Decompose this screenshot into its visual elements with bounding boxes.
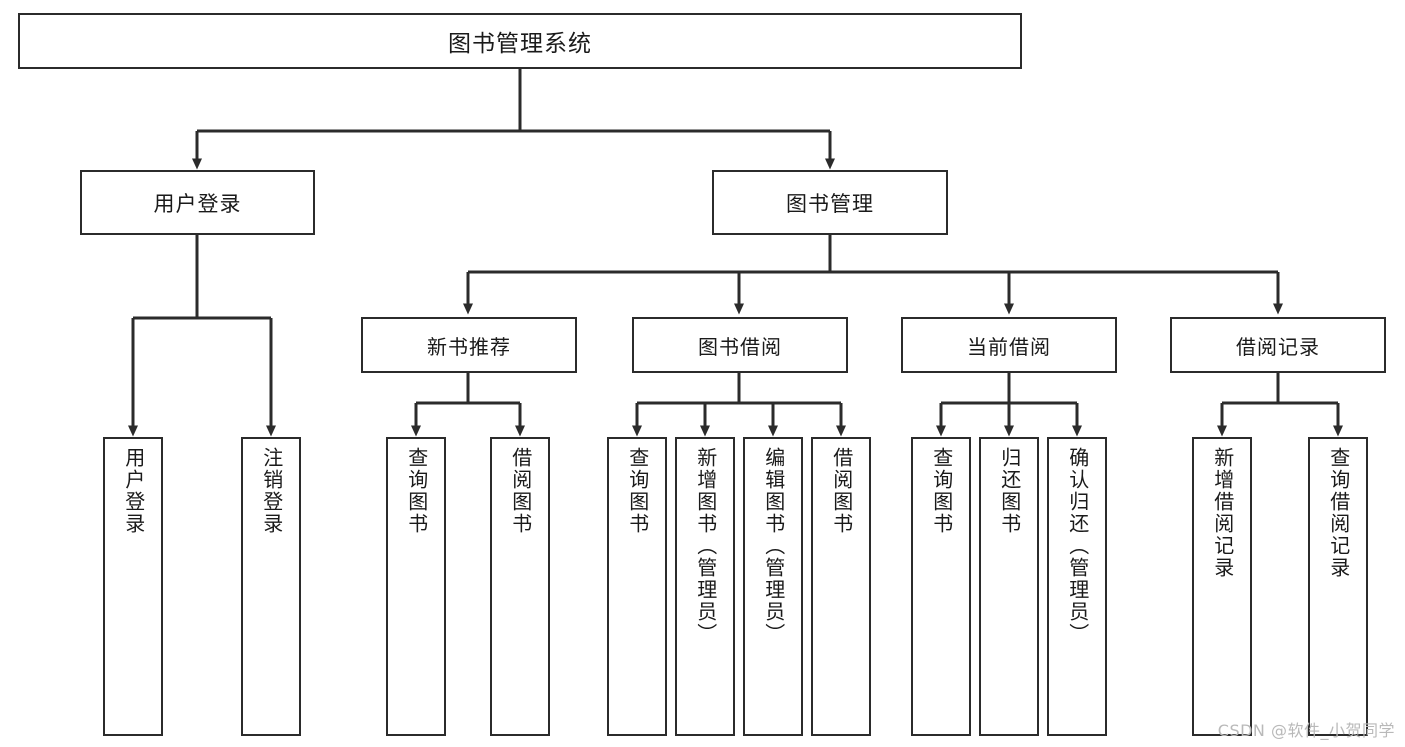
leaf-return-books[interactable]: 归还图书 [979,437,1039,736]
leaf-edit-book-admin-label: 编辑图书（管理员） [761,447,786,645]
leaf-query-borrow-record-label: 查询借阅记录 [1326,447,1351,579]
watermark: CSDN @软件_小贺同学 [1217,721,1395,740]
leaf-borrow-books[interactable]: 借阅图书 [811,437,871,736]
leaf-return-books-label: 归还图书 [997,447,1022,535]
node-user-login[interactable]: 用户登录 [80,170,315,235]
leaf-query-books-borrow-label: 查询图书 [625,447,650,535]
leaf-query-books-newbook[interactable]: 查询图书 [386,437,446,736]
leaf-query-books-borrow[interactable]: 查询图书 [607,437,667,736]
leaf-query-books-newbook-label: 查询图书 [404,447,429,535]
leaf-borrow-books-newbook-label: 借阅图书 [508,447,533,535]
node-current-borrow-label: 当前借阅 [967,334,1051,359]
leaf-add-book-admin-label: 新增图书（管理员） [693,447,718,645]
node-root-label: 图书管理系统 [448,31,592,57]
leaf-add-borrow-record[interactable]: 新增借阅记录 [1192,437,1252,736]
node-book-management-label: 图书管理 [786,191,874,216]
node-borrow-records-label: 借阅记录 [1236,334,1320,359]
leaf-edit-book-admin[interactable]: 编辑图书（管理员） [743,437,803,736]
node-book-management[interactable]: 图书管理 [712,170,948,235]
leaf-query-books-current[interactable]: 查询图书 [911,437,971,736]
leaf-confirm-return-admin[interactable]: 确认归还（管理员） [1047,437,1107,736]
leaf-add-borrow-record-label: 新增借阅记录 [1210,447,1235,579]
leaf-borrow-books-newbook[interactable]: 借阅图书 [490,437,550,736]
node-borrow-records[interactable]: 借阅记录 [1170,317,1386,373]
node-new-book-recommend[interactable]: 新书推荐 [361,317,577,373]
leaf-logout-label: 注销登录 [259,447,284,535]
node-user-login-label: 用户登录 [153,191,242,216]
node-root[interactable]: 图书管理系统 [18,13,1022,69]
node-new-book-recommend-label: 新书推荐 [427,334,511,359]
leaf-user-login[interactable]: 用户登录 [103,437,163,736]
node-current-borrow[interactable]: 当前借阅 [901,317,1117,373]
leaf-query-books-current-label: 查询图书 [929,447,954,535]
leaf-user-login-label: 用户登录 [121,447,146,535]
leaf-add-book-admin[interactable]: 新增图书（管理员） [675,437,735,736]
leaf-logout[interactable]: 注销登录 [241,437,301,736]
node-book-borrow[interactable]: 图书借阅 [632,317,848,373]
node-book-borrow-label: 图书借阅 [698,334,782,359]
leaf-borrow-books-label: 借阅图书 [829,447,854,535]
leaf-confirm-return-admin-label: 确认归还（管理员） [1065,447,1090,645]
leaf-query-borrow-record[interactable]: 查询借阅记录 [1308,437,1368,736]
